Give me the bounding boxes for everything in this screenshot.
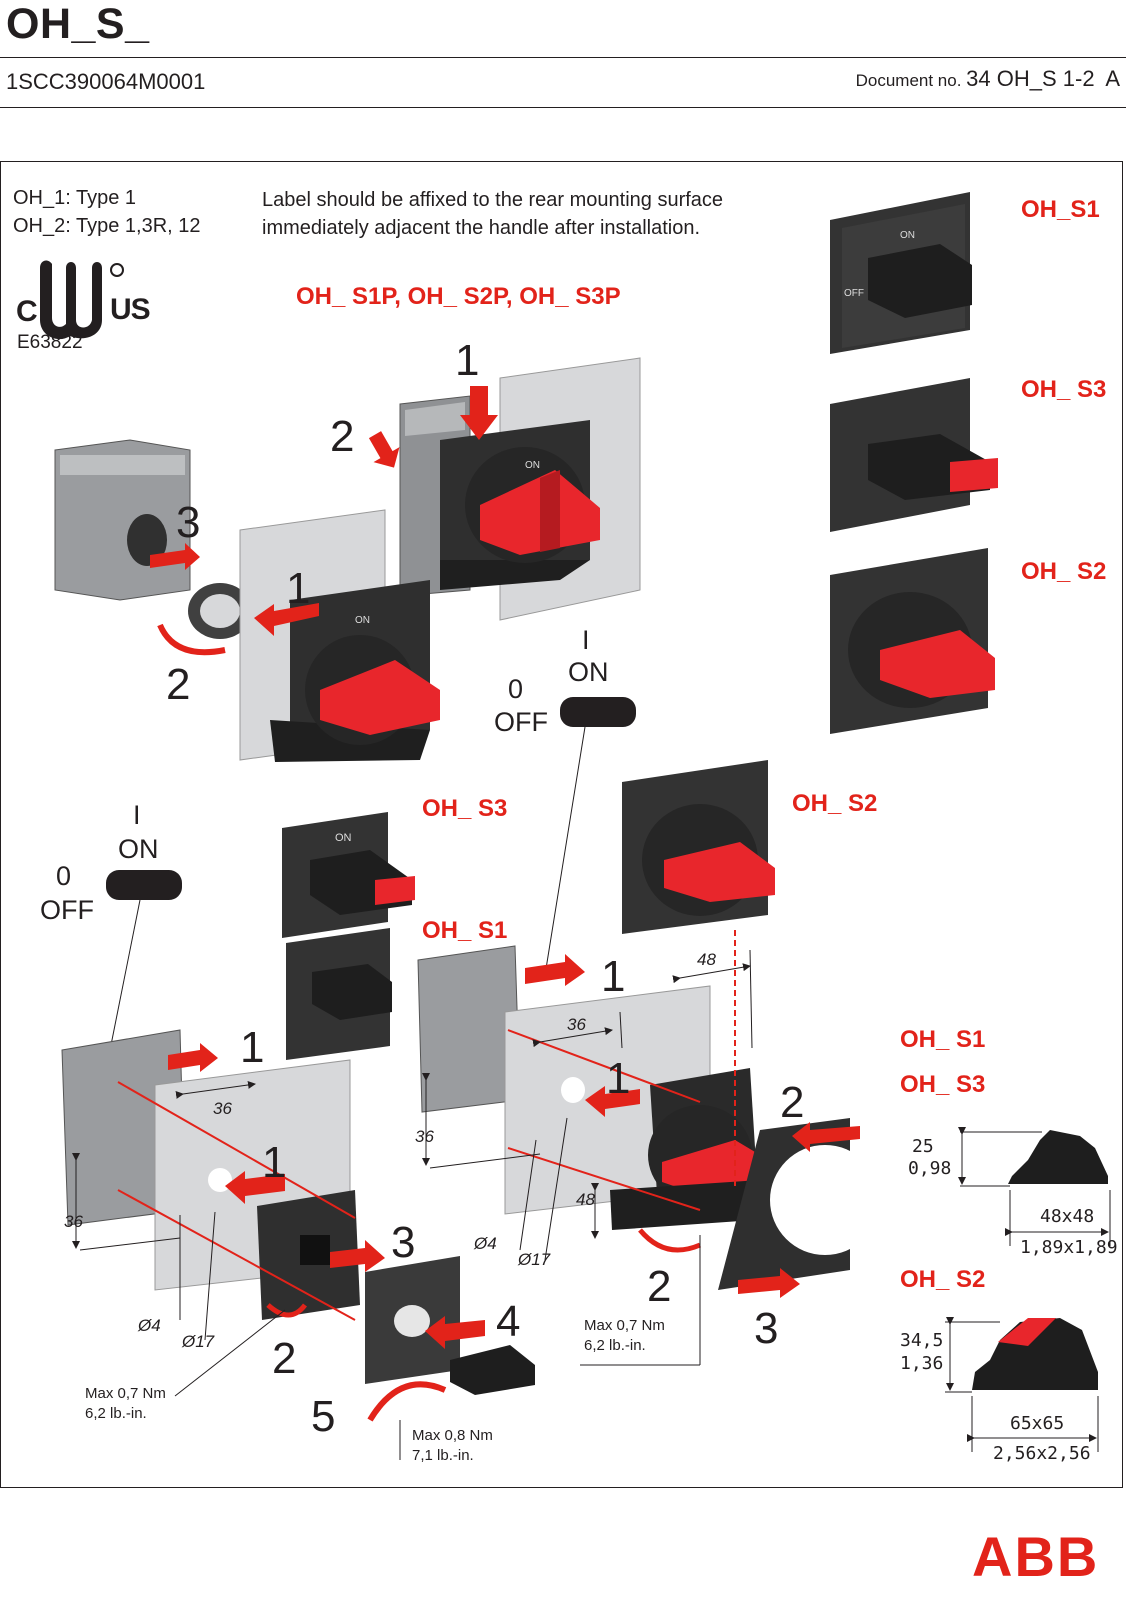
step-2-nut: 2: [166, 660, 191, 709]
model-s3-mid: OH_ S3: [422, 795, 508, 822]
handle-s1-on-label: ON: [900, 230, 915, 241]
torque-screws-nm: Max 0,7 Nm: [85, 1385, 166, 1402]
header-rule-top: [0, 57, 1126, 58]
dim-hole4-adapter: Ø4: [474, 1234, 497, 1253]
step-2-padlock: 2: [330, 412, 355, 461]
padlock-assembly-figure: [368, 357, 641, 621]
abb-logo: ABB: [972, 1525, 1100, 1588]
dim-s1s3-height-mm: 25: [912, 1136, 934, 1157]
adapter-mounting-figure: [417, 930, 880, 1366]
dim-36-direct-h: 36: [213, 1099, 232, 1118]
torque-knob-lbin: 7,1 lb.-in.: [412, 1447, 474, 1464]
header-rule-bottom: [0, 107, 1126, 108]
cert-c-label: C: [16, 295, 38, 328]
direct-mounting-figure: [61, 1029, 535, 1460]
dim-s1s3-size-mm: 48x48: [1040, 1206, 1095, 1227]
torque-adapter-lbin: 6,2 lb.-in.: [584, 1337, 646, 1354]
handle-oh-s3-right: [830, 378, 998, 532]
handle-oh-s3-mid: [282, 812, 415, 938]
handle-s1-off-label: OFF: [844, 288, 864, 299]
upper-on-text: ON: [568, 657, 609, 687]
position-indicator-lower: [106, 870, 182, 900]
dim-s2-height-mm: 34,5: [900, 1330, 944, 1351]
dim-36-adapter-h: 36: [567, 1015, 586, 1034]
step-2-adapter-a: 2: [780, 1078, 805, 1127]
ul-certification-icon: [40, 260, 124, 340]
abb-logo-icon: [975, 1540, 1120, 1543]
step-1-direct-a: 1: [240, 1023, 265, 1072]
handle-s3-on-label: ON: [335, 832, 352, 844]
padlock-handle-on-label: ON: [525, 460, 540, 471]
model-s2-mid: OH_ S2: [792, 790, 878, 817]
dim-48-adapter-h: 48: [697, 950, 716, 969]
document-number-label: Document no.: [855, 71, 962, 90]
model-s1-mid: OH_ S1: [422, 917, 508, 944]
dim-s1s3-size-in: 1,89x1,89: [1020, 1237, 1118, 1258]
profile-oh-s2: [945, 1317, 1099, 1452]
step-2-direct: 2: [272, 1334, 297, 1383]
upper-on-symbol: I: [582, 625, 590, 655]
upper-off-text: OFF: [494, 707, 548, 737]
document-title: OH_S_: [6, 0, 150, 48]
model-s2-right: OH_ S2: [1021, 558, 1107, 585]
dim-36-direct-v: 36: [64, 1212, 83, 1231]
label-note-line1: Label should be affixed to the rear moun…: [262, 189, 724, 211]
rating-type1: OH_1: Type 1: [13, 187, 137, 209]
rating-type2: OH_2: Type 1,3R, 12: [13, 215, 201, 237]
dim-hole17-adapter: Ø17: [518, 1250, 551, 1269]
document-number-value: 34 OH_S 1-2: [966, 66, 1095, 91]
model-s1-dim: OH_ S1: [900, 1026, 986, 1053]
nut-handle-on-label: ON: [355, 615, 370, 626]
profile-oh-s1-s3: [958, 1127, 1111, 1246]
step-1-adapter-b: 1: [606, 1054, 631, 1103]
torque-knob-nm: Max 0,8 Nm: [412, 1427, 493, 1444]
handle-oh-s1-top: [830, 192, 972, 354]
cert-us-label: US: [110, 293, 151, 326]
dim-s2-size-mm: 65x65: [1010, 1413, 1065, 1434]
dim-s1s3-height-in: 0,98: [908, 1158, 952, 1179]
nut-mounting-figure: [54, 439, 440, 762]
lower-off-text: OFF: [40, 895, 94, 925]
dim-36-adapter-v: 36: [415, 1127, 434, 1146]
document-revision: A: [1105, 66, 1120, 91]
step-1-adapter-a: 1: [601, 952, 626, 1001]
handle-oh-s2-mid: [622, 760, 775, 934]
dim-hole17-direct: Ø17: [182, 1332, 215, 1351]
model-s3-right: OH_ S3: [1021, 376, 1107, 403]
position-indicator-upper: [560, 697, 636, 727]
step-1-padlock: 1: [455, 336, 480, 385]
step-1-nut: 1: [286, 564, 311, 613]
lower-on-symbol: I: [133, 800, 141, 830]
step-5-direct: 5: [311, 1392, 336, 1441]
model-s3-dim: OH_ S3: [900, 1071, 986, 1098]
step-2-adapter-b: 2: [647, 1262, 672, 1311]
step-3-adapter: 3: [754, 1304, 779, 1353]
step-3-nut: 3: [176, 498, 201, 547]
dim-s2-size-in: 2,56x2,56: [993, 1443, 1091, 1464]
document-number: Document no. 34 OH_S 1-2 A: [856, 66, 1120, 92]
handle-oh-s2-right: [830, 548, 995, 734]
torque-screws-lbin: 6,2 lb.-in.: [85, 1405, 147, 1422]
model-s1-top: OH_S1: [1021, 196, 1100, 223]
step-1-direct-b: 1: [262, 1138, 287, 1187]
torque-adapter-nm: Max 0,7 Nm: [584, 1317, 665, 1334]
dim-s2-height-in: 1,36: [900, 1353, 944, 1374]
drawing-frame: [0, 161, 1123, 1488]
dim-48-adapter-v: 48: [576, 1190, 595, 1209]
step-4-direct: 4: [496, 1297, 521, 1346]
model-s2-dim: OH_ S2: [900, 1266, 986, 1293]
handle-oh-s1-mid: [286, 928, 392, 1060]
lower-on-text: ON: [118, 834, 159, 864]
step-3-direct: 3: [391, 1218, 416, 1267]
upper-off-symbol: 0: [508, 674, 524, 704]
lower-off-symbol: 0: [56, 861, 72, 891]
label-note-line2: immediately adjacent the handle after in…: [262, 217, 701, 239]
ul-file-number: E63822: [17, 332, 83, 353]
model-padlock-title: OH_ S1P, OH_ S2P, OH_ S3P: [296, 283, 621, 310]
part-number: 1SCC390064M0001: [6, 69, 206, 94]
dim-hole4-direct: Ø4: [138, 1316, 161, 1335]
